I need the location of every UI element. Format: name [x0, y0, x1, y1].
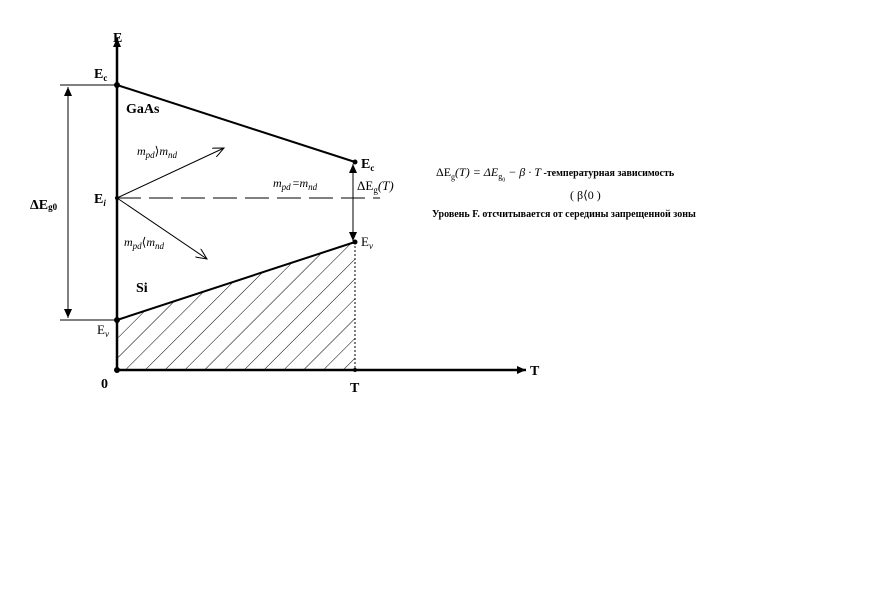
ei-label: Ei	[94, 192, 106, 208]
dot-t	[353, 368, 357, 372]
ev-right-label: Ev	[361, 234, 373, 251]
y-axis-label: E	[113, 31, 122, 46]
fermi-note: Уровень F. отсчитывается от середины зап…	[432, 209, 696, 220]
t-tick-label: T	[350, 381, 360, 396]
dot-ec-right	[352, 159, 358, 165]
material-si: Si	[136, 281, 148, 296]
valence-band-hatch	[117, 242, 355, 370]
origin-label: 0	[101, 377, 108, 392]
arrow-lt	[116, 197, 207, 259]
ec-right-label: Ec	[361, 157, 374, 173]
dot-ei	[115, 196, 119, 200]
dot-ev-right	[352, 239, 358, 245]
ev-line	[116, 241, 356, 321]
ec-line	[116, 84, 356, 163]
material-gaas: GaAs	[126, 102, 160, 117]
gap0-label: ΔEg0	[30, 198, 58, 213]
dot-origin	[114, 367, 120, 373]
mass-label-gt: mpd⟩mnd	[137, 144, 178, 160]
x-axis-label: T	[530, 364, 540, 379]
ev-left-label: Ev	[97, 322, 109, 339]
dot-ev	[114, 317, 120, 323]
mass-label-eq: mpd=mnd	[273, 176, 318, 192]
mass-label-lt: mpd⟨mnd	[124, 235, 165, 251]
formula-line: ΔEg(T) = ΔEg0 − β · T -температурная зав…	[436, 165, 675, 184]
arrow-gt	[116, 148, 224, 199]
ec-left-label: Ec	[94, 67, 107, 83]
gap-t-label: ΔEg(T)	[357, 178, 394, 195]
dot-ec	[114, 82, 120, 88]
beta-condition: ( β⟨0 )	[570, 188, 601, 202]
